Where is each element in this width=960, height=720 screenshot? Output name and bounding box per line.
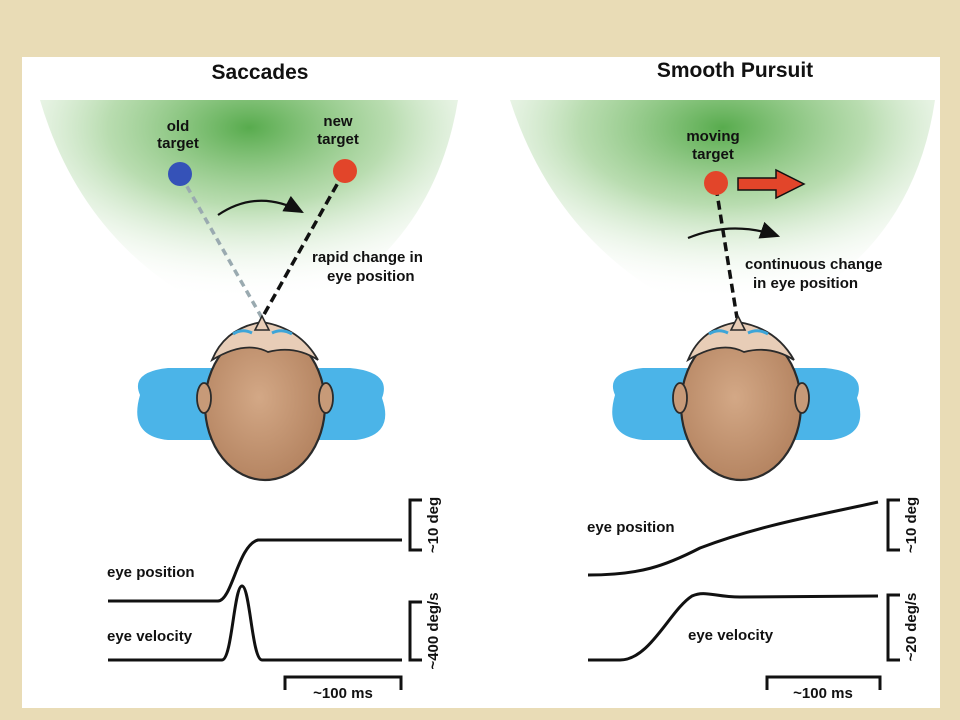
saccades-note-line-1: rapid change in (312, 249, 423, 266)
pursuit-note-line-2: in eye position (753, 275, 858, 292)
new-target-label-2: target (317, 131, 359, 148)
left-eye (232, 329, 253, 336)
pursuit-visual-field (510, 100, 935, 330)
saccades-head (137, 314, 386, 482)
pursuit-title: Smooth Pursuit (657, 59, 813, 82)
left-ear (196, 382, 212, 414)
right-eye (747, 329, 769, 336)
nose (253, 314, 271, 331)
moving-target-label-2: target (692, 146, 734, 163)
saccades-time-scale-label: ~100 ms (313, 685, 373, 702)
pursuit-position-scale-bar (886, 498, 900, 552)
new-target-dot (333, 159, 357, 183)
old-target-label-1: old (167, 118, 190, 135)
pursuit-position-trace (587, 500, 879, 577)
pursuit-note-line-1: continuous change (745, 256, 883, 273)
pursuit-time-scale-label: ~100 ms (793, 685, 853, 702)
old-target-dot (168, 162, 192, 186)
saccades-position-scale-bar (408, 498, 422, 552)
new-target-label-1: new (323, 113, 353, 130)
pursuit-eye-position-label: eye position (587, 519, 675, 536)
left-eye (708, 329, 729, 336)
saccades-time-scale-bar (283, 675, 403, 690)
pursuit-panel: Smooth Pursuit moving target continuous … (510, 59, 935, 702)
right-eye (271, 329, 293, 336)
pursuit-time-scale-bar (765, 675, 882, 690)
moving-target-dot (704, 171, 728, 195)
left-ear (672, 382, 688, 414)
saccades-velocity-scale-label: ~400 deg/s (425, 592, 442, 669)
moving-target-label-1: moving (686, 128, 739, 145)
pursuit-position-scale-label: ~10 deg (903, 497, 920, 553)
right-ear (318, 382, 334, 414)
pursuit-head (612, 314, 861, 482)
saccades-visual-field (40, 100, 458, 330)
saccades-panel: Saccades old target new target rapid cha… (40, 61, 458, 702)
pursuit-velocity-trace (588, 592, 879, 662)
saccades-velocity-trace (108, 584, 402, 662)
pursuit-shift-arrow (687, 221, 781, 240)
saccades-velocity-scale-bar (408, 600, 422, 662)
nose (729, 314, 747, 331)
old-gaze-line (179, 175, 264, 319)
target-motion-arrow (737, 168, 806, 200)
saccade-shift-arrow (217, 195, 304, 216)
saccades-eye-position-label: eye position (107, 564, 195, 581)
pursuit-velocity-scale-label: ~20 deg/s (903, 593, 920, 662)
pursuit-gaze-line (714, 186, 739, 319)
pursuit-velocity-scale-bar (886, 593, 900, 662)
saccades-title: Saccades (212, 61, 309, 84)
saccades-position-trace (108, 538, 402, 603)
saccades-eye-velocity-label: eye velocity (107, 628, 193, 645)
right-ear (794, 382, 810, 414)
saccades-position-scale-label: ~10 deg (425, 497, 442, 553)
old-target-label-2: target (157, 135, 199, 152)
saccades-note-line-2: eye position (327, 268, 415, 285)
pursuit-eye-velocity-label: eye velocity (688, 627, 774, 644)
